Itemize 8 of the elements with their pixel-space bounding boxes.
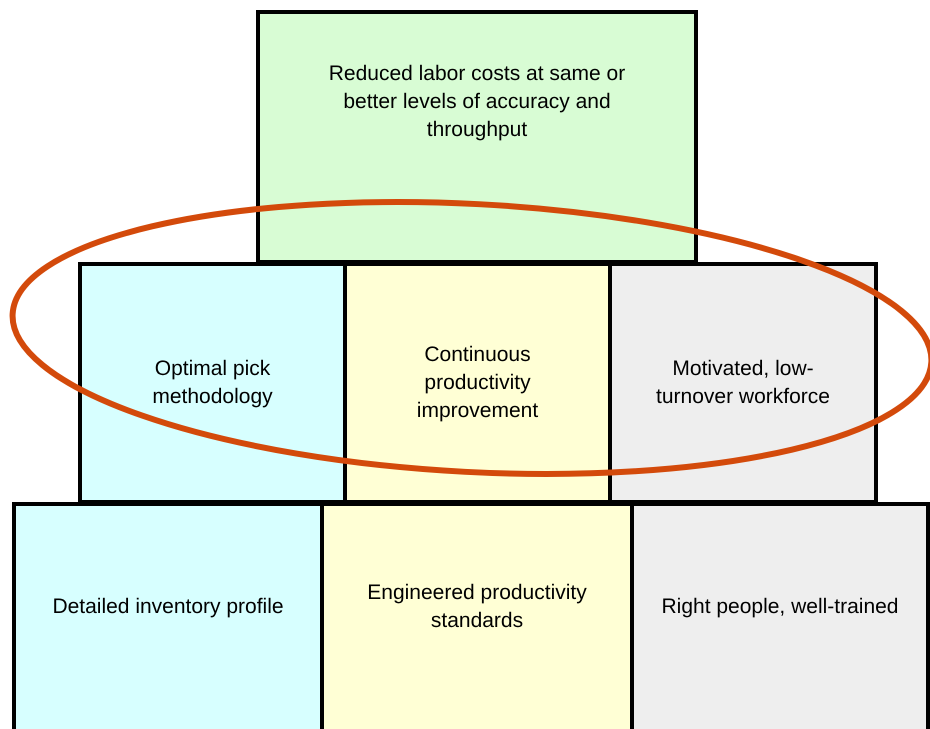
block-label: Continuous productivity improvement bbox=[416, 342, 540, 424]
block-label: Reduced labor costs at same or better levels of accuracy and throughput bbox=[328, 61, 626, 143]
block-label: Detailed inventory profile bbox=[52, 594, 284, 620]
pyramid-block bbox=[256, 10, 698, 264]
block-label: Motivated, low-turnover workforce bbox=[655, 356, 831, 410]
block-label: Optimal pick methodology bbox=[151, 356, 274, 410]
block-label: Engineered productivity standards bbox=[366, 580, 588, 634]
block-label: Right people, well-trained bbox=[662, 594, 898, 620]
